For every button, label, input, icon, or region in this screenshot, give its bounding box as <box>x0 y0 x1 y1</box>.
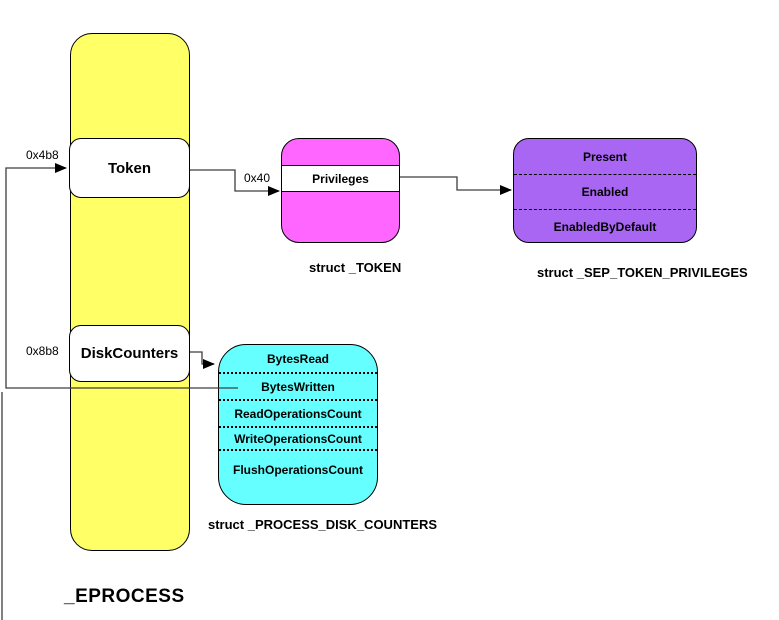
present-label: Present <box>582 149 628 164</box>
disk-row-writeoperationscount[interactable]: WriteOperationsCount <box>219 426 377 449</box>
eprocess-node[interactable] <box>70 33 190 551</box>
enabledbydefault-label: EnabledByDefault <box>553 220 657 234</box>
privileges-label: Privileges <box>312 171 369 186</box>
diskcounters-field-label: DiskCounters <box>80 345 179 362</box>
eprocess-field-token[interactable]: Token <box>69 138 190 198</box>
token-struct-caption: struct _TOKEN <box>309 260 402 275</box>
writeoperationscount-label: WriteOperationsCount <box>234 431 362 446</box>
process-disk-counters-node[interactable]: BytesRead BytesWritten ReadOperationsCou… <box>218 344 378 505</box>
token-struct-node[interactable]: Privileges <box>281 138 400 243</box>
byteswritten-label: BytesWritten <box>261 379 335 394</box>
connector-diskcounters-to-disk <box>190 351 215 369</box>
token-field-label: Token <box>107 159 152 177</box>
flushoperationscount-label: FlushOperationsCount <box>233 463 363 477</box>
bytesread-label: BytesRead <box>266 351 330 366</box>
sep-row-enabledbydefault[interactable]: EnabledByDefault <box>514 209 696 242</box>
process-disk-counters-caption: struct _PROCESS_DISK_COUNTERS <box>208 517 437 532</box>
disk-row-readoperationscount[interactable]: ReadOperationsCount <box>219 399 377 426</box>
enabled-label: Enabled <box>581 185 629 199</box>
eprocess-field-diskcounters[interactable]: DiskCounters <box>69 325 190 382</box>
token-offset-label: 0x4b8 <box>26 148 59 162</box>
sep-row-present[interactable]: Present <box>514 139 696 174</box>
eprocess-title: _EPROCESS <box>64 586 185 607</box>
connector-privileges-to-sep <box>400 176 512 195</box>
diskcounters-offset-label: 0x8b8 <box>26 344 59 358</box>
sep-token-privileges-node[interactable]: Present Enabled EnabledByDefault <box>513 138 697 243</box>
privileges-offset-label: 0x40 <box>244 171 271 185</box>
disk-row-byteswritten[interactable]: BytesWritten <box>219 372 377 399</box>
readoperationscount-label: ReadOperationsCount <box>234 406 362 421</box>
disk-row-flushoperationscount[interactable]: FlushOperationsCount <box>219 449 377 489</box>
sep-token-privileges-caption: struct _SEP_TOKEN_PRIVILEGES <box>537 265 748 280</box>
disk-row-bytesread[interactable]: BytesRead <box>219 345 377 372</box>
token-field-privileges[interactable]: Privileges <box>282 165 399 192</box>
sep-row-enabled[interactable]: Enabled <box>514 174 696 209</box>
